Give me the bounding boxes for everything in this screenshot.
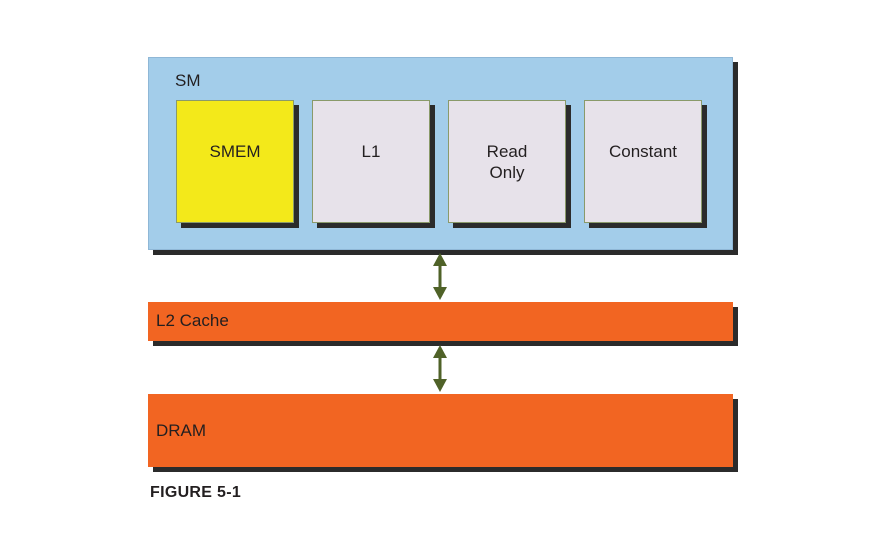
- l1-block: L1: [312, 100, 430, 223]
- sm-label: SM: [175, 71, 201, 90]
- l2-cache-block: L2 Cache: [148, 302, 733, 341]
- dram-block: DRAM: [148, 394, 733, 467]
- read-only-block: Read Only: [448, 100, 566, 223]
- l2-cache-label: L2 Cache: [156, 311, 229, 330]
- read-only-label: Read Only: [486, 142, 528, 182]
- constant-block: Constant: [584, 100, 702, 223]
- l2-dram-double-arrow: [433, 345, 447, 392]
- dram-label: DRAM: [156, 421, 207, 440]
- l1-label: L1: [361, 142, 381, 161]
- smem-label: SMEM: [209, 142, 261, 161]
- smem-block: SMEM: [176, 100, 294, 223]
- sm-l2-double-arrow: [433, 253, 447, 300]
- constant-label: Constant: [608, 142, 678, 161]
- figure-caption: FIGURE 5-1: [150, 484, 242, 501]
